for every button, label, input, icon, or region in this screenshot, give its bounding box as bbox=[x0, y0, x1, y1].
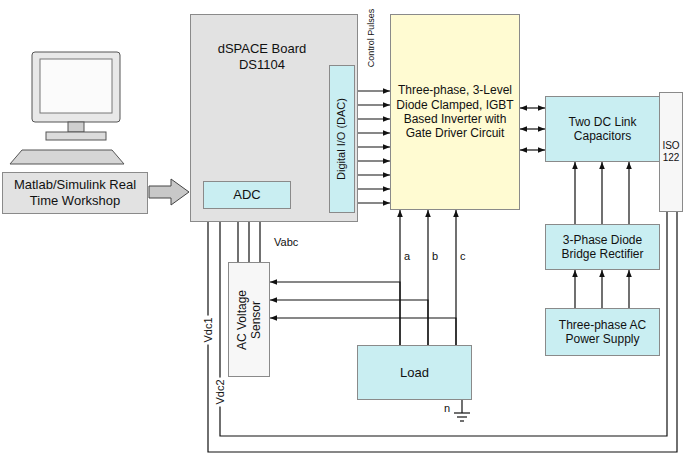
wire-line bbox=[270, 300, 428, 345]
software-box: Matlab/Simulink Real Time Workshop bbox=[2, 172, 148, 214]
wire-line bbox=[520, 107, 545, 108]
wire-line bbox=[355, 174, 390, 175]
connector bbox=[355, 91, 390, 203]
capacitor-box: Two DC Link Capacitors bbox=[545, 96, 660, 162]
wire-line bbox=[355, 90, 390, 91]
wire-line bbox=[270, 282, 400, 345]
power-supply-box: Three-phase AC Power Supply bbox=[545, 308, 660, 356]
wire-line bbox=[628, 270, 629, 308]
dac-block: Digital I/O (DAC) bbox=[329, 65, 355, 213]
isolation-amp-box: ISO 122 bbox=[659, 92, 683, 212]
wire-line bbox=[270, 318, 456, 345]
inverter-box: Three-phase, 3-Level Diode Clamped, IGBT… bbox=[390, 14, 520, 210]
wire-line bbox=[574, 162, 575, 224]
node-label: Matlab/Simulink Real Time Workshop bbox=[7, 177, 143, 208]
wire-line bbox=[220, 209, 667, 436]
phase-label: b bbox=[432, 250, 438, 262]
signal-label: Vabc bbox=[274, 236, 298, 248]
wire-line bbox=[355, 118, 390, 119]
wire-line bbox=[574, 270, 575, 308]
node-label: Three-phase, 3-Level Diode Clamped, IGBT… bbox=[395, 83, 515, 141]
wire-line bbox=[355, 188, 390, 189]
node-label: Load bbox=[400, 365, 429, 381]
connector bbox=[520, 108, 545, 150]
wire-line bbox=[355, 104, 390, 105]
neutral-label: n bbox=[444, 402, 450, 414]
connector bbox=[270, 282, 456, 345]
controller-board: dSPACE Board DS1104ADC Digital I/O (DAC) bbox=[190, 14, 358, 222]
phase-label: a bbox=[404, 250, 410, 262]
wire-line bbox=[520, 149, 545, 150]
connector bbox=[220, 209, 667, 436]
rectifier-box: 3-Phase Diode Bridge Rectifier bbox=[545, 224, 660, 270]
load-box: Load bbox=[357, 345, 472, 400]
node-label: 3-Phase Diode Bridge Rectifier bbox=[550, 233, 655, 262]
node-label: Two DC Link Capacitors bbox=[550, 115, 655, 144]
wire-line bbox=[355, 146, 390, 147]
node-label: ISO 122 bbox=[662, 140, 679, 164]
connector bbox=[149, 179, 189, 205]
node-label: Three-phase AC Power Supply bbox=[550, 318, 655, 347]
signal-label: Vdc2 bbox=[214, 377, 226, 406]
ground-symbol bbox=[454, 400, 470, 421]
wire-line bbox=[355, 132, 390, 133]
connector bbox=[208, 209, 677, 452]
sensor-box: AC Voltage Sensor bbox=[228, 262, 270, 377]
wire-line bbox=[355, 160, 390, 161]
node-label: ADC bbox=[233, 187, 260, 203]
node-label: AC Voltage Sensor bbox=[235, 270, 264, 370]
wire-line bbox=[355, 202, 390, 203]
signal-label: Control Pulses bbox=[367, 9, 377, 68]
node-label: Digital I/O (DAC) bbox=[335, 69, 348, 209]
wire-line bbox=[601, 162, 602, 224]
wire-line bbox=[628, 162, 629, 224]
adc-block: ADC bbox=[203, 181, 291, 209]
wire-line bbox=[520, 128, 545, 129]
connector bbox=[575, 162, 629, 224]
wire-line bbox=[601, 270, 602, 308]
phase-label: c bbox=[460, 250, 466, 262]
node-label: dSPACE Board DS1104 bbox=[207, 41, 317, 72]
block-arrow bbox=[149, 179, 189, 205]
computer-icon bbox=[10, 52, 124, 164]
wire-line bbox=[208, 209, 677, 452]
signal-label: Vdc1 bbox=[202, 315, 214, 344]
connector bbox=[575, 270, 629, 308]
